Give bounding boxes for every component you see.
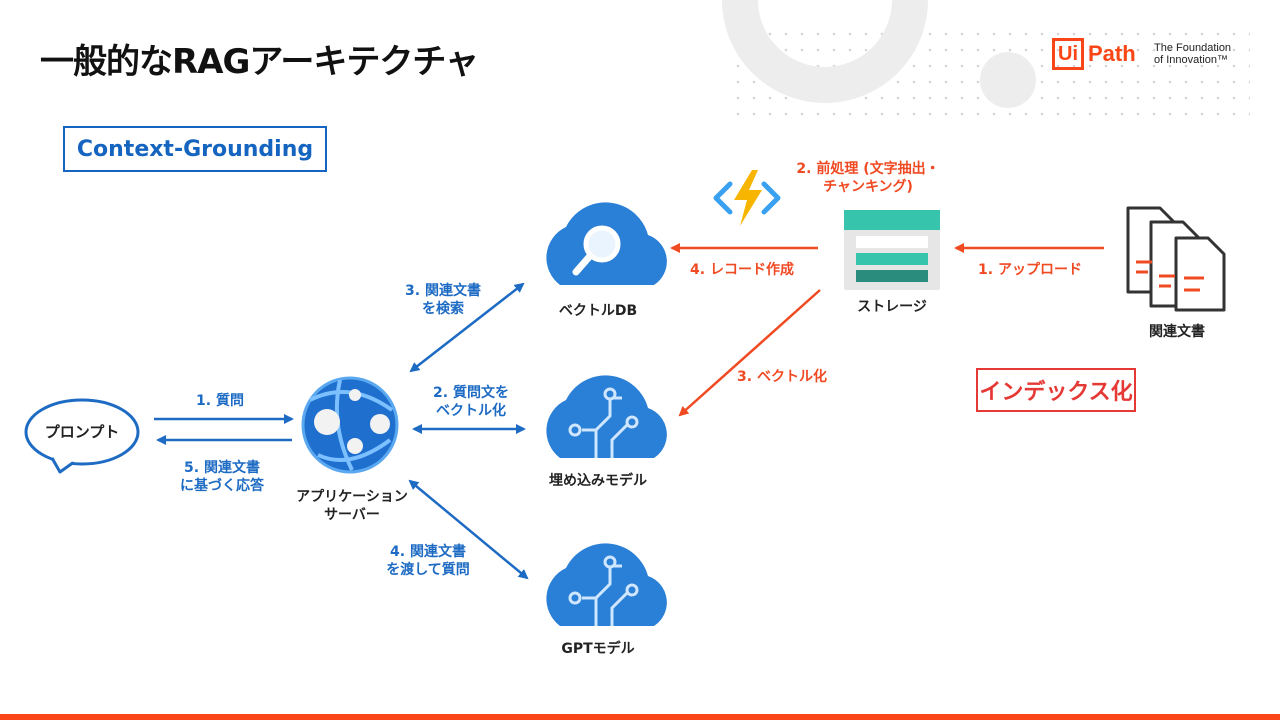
uipath-logo: Ui Path [1052,36,1148,72]
bottom-accent-bar [0,714,1280,720]
prompt-label: プロンプト [44,423,120,441]
edge-preprocess-label: 2. 前処理 (文字抽出・ チャンキング) [780,160,956,196]
app-label-line2: サーバー [324,507,380,523]
prompt-bubble-icon [24,398,140,474]
logo-mark: Ui [1052,38,1084,70]
documents-icon [1126,206,1226,312]
edge-upload-label: 1. アップロード [978,262,1082,278]
indexing-tag: インデックス化 [976,368,1136,412]
edge-search-label: 3. 関連文書 を検索 [382,282,504,318]
storage-icon [844,210,940,290]
vector-db-label: ベクトルDB [558,303,638,319]
edge-vectorize-label: 3. ベクトル化 [737,369,827,385]
app-server-label: アプリケーション サーバー [294,488,410,524]
edge-response-label: 5. 関連文書 に基づく応答 [160,459,284,495]
gpt-cloud-icon [546,543,667,626]
r2-line2: チャンキング) [823,179,913,195]
gpt-label: GPTモデル [561,641,635,657]
logo-tagline: The Foundation of Innovation™ [1154,42,1231,66]
docs-label: 関連文書 [1149,324,1205,340]
context-grounding-tag: Context-Grounding [63,126,327,172]
edge-record-label: 4. レコード作成 [690,262,794,278]
vector-db-cloud-icon [546,202,667,285]
e5-line1: 5. 関連文書 [184,460,260,476]
e4-line1: 4. 関連文書 [390,544,466,560]
edge-vectorize-question-label: 2. 質問文を ベクトル化 [406,384,536,420]
e2-line2: ベクトル化 [436,403,506,419]
embedding-cloud-icon [546,375,667,458]
logo-name: Path [1088,41,1136,66]
arrow-storage-to-embedding [678,289,821,417]
e2-line1: 2. 質問文を [433,385,509,401]
arrow-app-gpt [408,479,529,580]
storage-label: ストレージ [857,299,927,315]
app-label-line1: アプリケーション [296,489,408,505]
e3-line1: 3. 関連文書 [405,283,481,299]
arrow-app-vectordb [409,282,525,373]
page-title: 一般的なRAGアーキテクチャ [40,42,479,82]
embedding-label: 埋め込みモデル [549,473,647,489]
edge-pass-docs-label: 4. 関連文書 を渡して質問 [366,543,490,579]
tagline-line2: of Innovation™ [1154,54,1228,66]
e3-line2: を検索 [422,301,464,317]
edge-question-label: 1. 質問 [196,393,244,409]
r2-line1: 2. 前処理 (文字抽出・ [796,161,940,177]
tagline-line1: The Foundation [1154,42,1232,54]
e5-line2: に基づく応答 [180,478,264,494]
e4-line2: を渡して質問 [386,562,470,578]
function-bolt-icon [713,170,781,226]
app-server-icon [301,376,399,474]
